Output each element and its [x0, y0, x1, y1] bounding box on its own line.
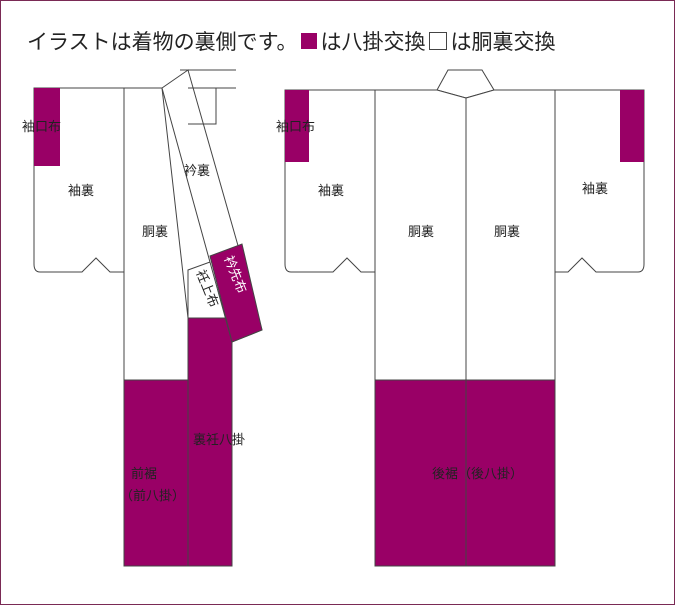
front-douura-label: 胴裏 — [142, 225, 168, 240]
front-sodeguchi-patch — [34, 88, 60, 166]
title-text: イラストは着物の裏側です。 — [27, 30, 298, 54]
front-uraokumi-fill — [187, 317, 233, 567]
front-eriura-label: 衿裏 — [184, 164, 210, 179]
front-maesuso-fill — [123, 379, 189, 567]
front-maesuso-note: （前八掛） — [120, 488, 185, 504]
back-sodeguchi-left-patch — [285, 90, 309, 162]
back-douura-left-label: 胴裏 — [408, 225, 434, 240]
back-ushirosuso-fill — [374, 379, 556, 567]
hakkake-legend-label: は八掛交換 — [320, 30, 426, 54]
douura-swatch — [429, 32, 448, 50]
front-sodeguchi-label: 袖口布 — [22, 120, 61, 135]
title-row: イラストは着物の裏側です。 は八掛交換 は胴裏交換 — [27, 26, 555, 56]
front-erisaki — [209, 243, 263, 343]
back-sodeura-left-label: 袖裏 — [318, 184, 344, 199]
back-douura-right-label: 胴裏 — [494, 225, 520, 240]
back-sodeguchi-label: 袖口布 — [276, 120, 315, 135]
front-uraokumi-label: 裏衽八掛 — [193, 433, 245, 448]
front-maesuso-label: 前裾 — [131, 466, 157, 482]
back-sodeura-right-label: 袖裏 — [582, 182, 608, 197]
back-sodeguchi-right-patch — [620, 90, 644, 162]
back-ushirosuso-label: 後裾（後八掛） — [432, 467, 523, 482]
front-sodeura-label: 袖裏 — [68, 184, 94, 199]
hakkake-swatch — [301, 33, 318, 49]
front-neck-lines — [180, 69, 236, 89]
douura-legend-label: は胴裏交換 — [450, 30, 556, 54]
